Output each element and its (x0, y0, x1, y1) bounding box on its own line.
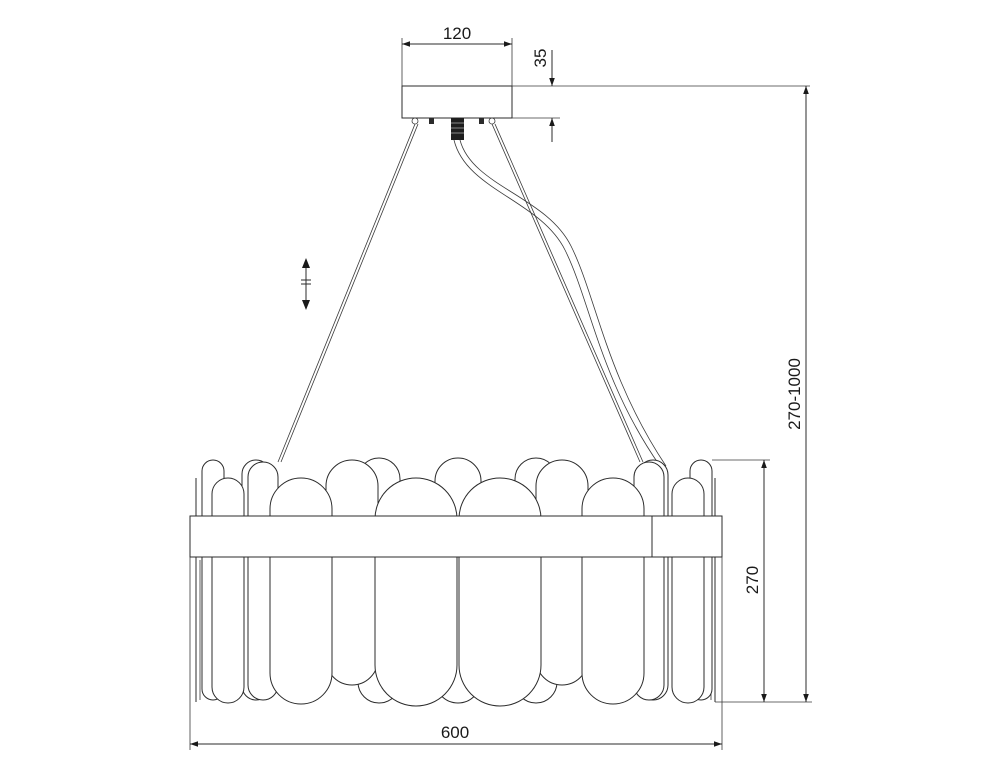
height-adjust-arrows (301, 258, 311, 310)
ceiling-canopy (401, 85, 513, 140)
lamp-shade (189, 457, 723, 707)
canopy-width-label: 120 (443, 24, 471, 43)
overall-height-label: 270-1000 (785, 358, 804, 430)
dimension-shade-height: 270 (712, 459, 770, 702)
shade-height-label: 270 (743, 566, 762, 594)
dimension-canopy-width: 120 (401, 24, 513, 86)
dimension-shade-width: 600 (189, 557, 723, 750)
canopy-fixings (411, 117, 496, 140)
dimension-overall-height: 270-1000 (715, 86, 812, 703)
dimension-canopy-height: 35 (512, 49, 810, 142)
suspension-cables (277, 123, 667, 467)
canopy-height-label: 35 (531, 49, 550, 68)
shade-width-label: 600 (441, 723, 469, 742)
